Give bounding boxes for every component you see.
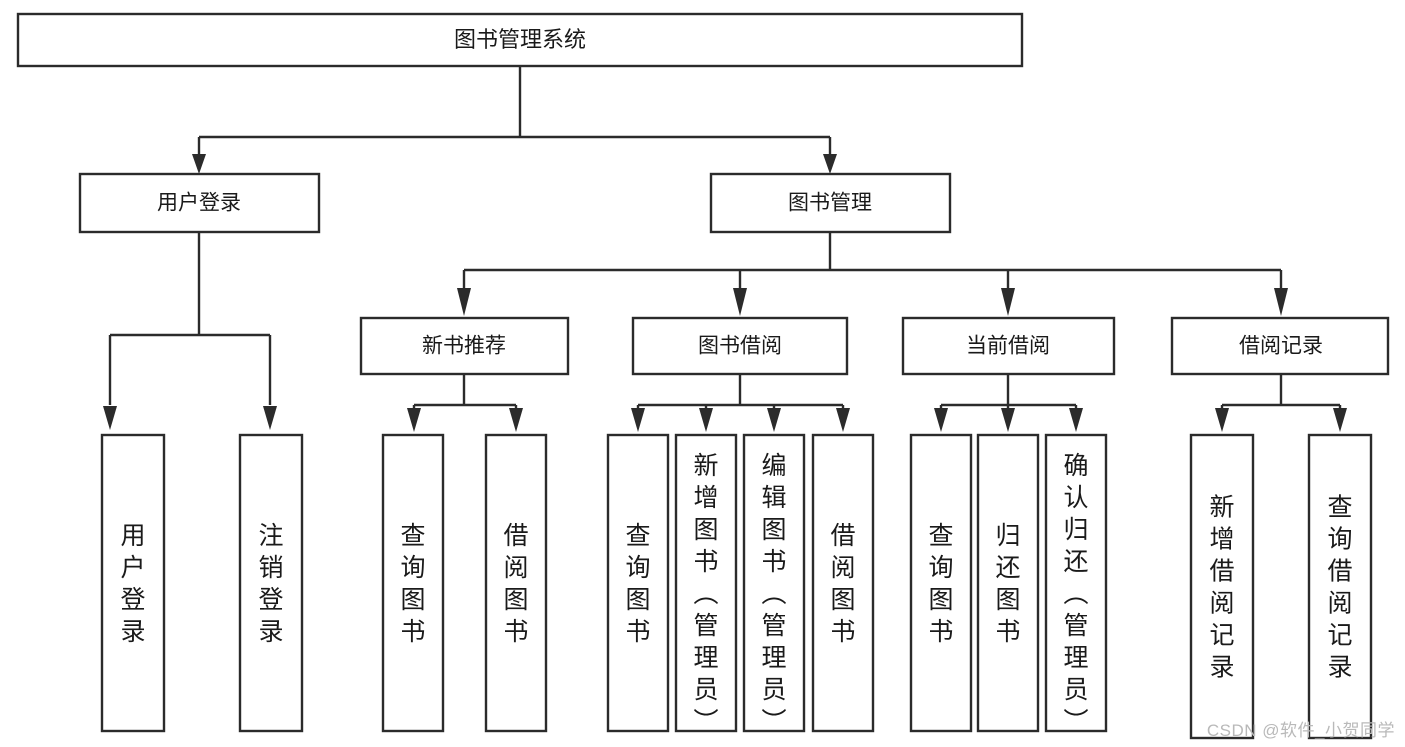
leaf-current-confirm-return-label: 确认归还︵管理员︶ <box>1063 452 1088 736</box>
leaf-current-return[interactable]: 归还图书 <box>976 433 1040 733</box>
leaf-borrow-borrow-label: 借阅图书 <box>830 522 855 646</box>
arrow-head-l3-1 <box>457 288 471 316</box>
arrow-head-n1 <box>407 408 421 432</box>
node-user-login-box[interactable] <box>78 172 321 234</box>
node-book-borrow-label: 图书借阅 <box>698 335 782 358</box>
leaf-current-return-label: 归还图书 <box>995 522 1020 646</box>
node-book-borrow-box[interactable] <box>631 316 849 376</box>
arrow-head-u2 <box>263 406 277 430</box>
leaf-borrow-query-label: 查询图书 <box>625 522 650 646</box>
arrow-head-c3 <box>1069 408 1083 432</box>
leaf-borrow-borrow-box[interactable] <box>811 433 875 733</box>
arrow-head-r1 <box>1215 408 1229 432</box>
node-current-borrow-box[interactable] <box>901 316 1116 376</box>
leaf-new-book-query-box[interactable] <box>381 433 445 733</box>
node-book-management-label: 图书管理 <box>788 192 872 215</box>
arrow-head-l3-3 <box>1001 288 1015 316</box>
leaf-new-book-borrow-label: 借阅图书 <box>503 522 528 646</box>
node-borrow-record[interactable]: 借阅记录 <box>1170 316 1390 376</box>
leaf-borrow-add-label: 新增图书︵管理员︶ <box>693 452 718 736</box>
leaf-record-query[interactable]: 查询借阅记录 <box>1307 433 1373 740</box>
leaf-current-confirm-return-box[interactable] <box>1044 433 1108 733</box>
arrow-head-c1 <box>934 408 948 432</box>
leaf-new-book-borrow-box[interactable] <box>484 433 548 733</box>
connector-layer <box>103 66 1347 432</box>
arrow-head-b4 <box>836 408 850 432</box>
leaf-user-login-login-label: 用户登录 <box>120 522 145 646</box>
node-book-borrow[interactable]: 图书借阅 <box>631 316 849 376</box>
node-book-management-box[interactable] <box>709 172 952 234</box>
leaf-record-query-label: 查询借阅记录 <box>1327 494 1352 682</box>
leaf-record-add-box[interactable] <box>1189 433 1255 740</box>
arrow-head-b1 <box>631 408 645 432</box>
arrow-head-book-mgmt <box>823 154 837 174</box>
leaf-user-login-logout[interactable]: 注销登录 <box>238 433 304 733</box>
leaf-current-return-box[interactable] <box>976 433 1040 733</box>
leaf-user-login-login[interactable]: 用户登录 <box>100 433 166 733</box>
leaf-record-query-box[interactable] <box>1307 433 1373 740</box>
leaf-borrow-borrow[interactable]: 借阅图书 <box>811 433 875 733</box>
arrow-head-b3 <box>767 408 781 432</box>
leaf-record-add[interactable]: 新增借阅记录 <box>1189 433 1255 740</box>
leaf-borrow-add[interactable]: 新增图书︵管理员︶ <box>674 433 738 736</box>
arrow-head-c2 <box>1001 408 1015 432</box>
leaf-borrow-query[interactable]: 查询图书 <box>606 433 670 733</box>
leaf-borrow-add-box[interactable] <box>674 433 738 733</box>
leaf-record-add-label: 新增借阅记录 <box>1209 494 1234 682</box>
leaf-current-query-box[interactable] <box>909 433 973 733</box>
node-book-management[interactable]: 图书管理 <box>709 172 952 234</box>
node-borrow-record-label: 借阅记录 <box>1239 335 1323 358</box>
node-new-book-recommend-box[interactable] <box>359 316 570 376</box>
leaf-borrow-edit[interactable]: 编辑图书︵管理员︶ <box>742 433 806 736</box>
leaf-user-login-logout-label: 注销登录 <box>258 522 283 646</box>
leaf-new-book-borrow[interactable]: 借阅图书 <box>484 433 548 733</box>
leaf-current-query-label: 查询图书 <box>928 522 953 646</box>
arrow-head-l3-4 <box>1274 288 1288 316</box>
leaf-borrow-edit-label: 编辑图书︵管理员︶ <box>761 452 786 736</box>
leaf-borrow-edit-box[interactable] <box>742 433 806 733</box>
arrow-head-u1 <box>103 406 117 430</box>
arrow-head-b2 <box>699 408 713 432</box>
node-user-login-label: 用户登录 <box>157 192 241 215</box>
leaf-new-book-query[interactable]: 查询图书 <box>381 433 445 733</box>
node-root-label: 图书管理系统 <box>454 27 586 52</box>
leaf-current-query[interactable]: 查询图书 <box>909 433 973 733</box>
node-new-book-recommend-label: 新书推荐 <box>422 335 506 358</box>
node-root-box[interactable] <box>16 12 1024 68</box>
leaf-current-confirm-return[interactable]: 确认归还︵管理员︶ <box>1044 433 1108 736</box>
arrow-head-l3-2 <box>733 288 747 316</box>
node-user-login[interactable]: 用户登录 <box>78 172 321 234</box>
arrow-head-n2 <box>509 408 523 432</box>
node-current-borrow[interactable]: 当前借阅 <box>901 316 1116 376</box>
node-current-borrow-label: 当前借阅 <box>966 335 1050 358</box>
arrow-head-user-login <box>192 154 206 174</box>
leaf-borrow-query-box[interactable] <box>606 433 670 733</box>
leaf-user-login-login-box[interactable] <box>100 433 166 733</box>
node-root[interactable]: 图书管理系统 <box>16 12 1024 68</box>
leaf-user-login-logout-box[interactable] <box>238 433 304 733</box>
arrow-head-r2 <box>1333 408 1347 432</box>
leaf-new-book-query-label: 查询图书 <box>400 522 425 646</box>
node-borrow-record-box[interactable] <box>1170 316 1390 376</box>
node-new-book-recommend[interactable]: 新书推荐 <box>359 316 570 376</box>
